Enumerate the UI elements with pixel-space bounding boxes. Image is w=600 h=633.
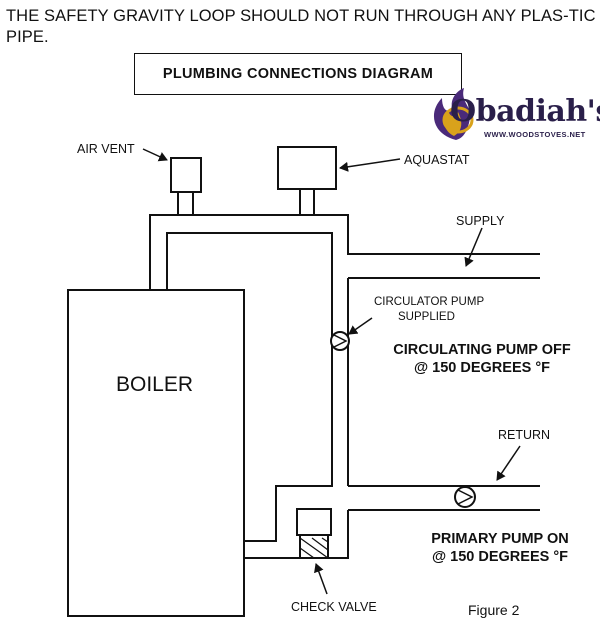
return-label: RETURN (498, 428, 551, 442)
circulating-pump-note-line1: CIRCULATING PUMP OFF (393, 342, 571, 358)
primary-pump-icon (454, 486, 476, 508)
logo-name: Obadiah's (450, 94, 600, 129)
supplied-label: SUPPLIED (398, 311, 455, 323)
boiler (67, 289, 245, 617)
air-vent-label: AIR VENT (77, 142, 135, 156)
outer-loop-pipe (149, 214, 540, 290)
logo-flame-icon (433, 88, 474, 140)
supply-label: SUPPLY (456, 214, 505, 228)
inner-loop-pipe (166, 232, 333, 542)
figure-caption: Figure 2 (468, 602, 520, 618)
boiler-label: BOILER (116, 373, 194, 396)
return-pipe (348, 485, 540, 511)
air-vent-arrow (142, 148, 168, 162)
check-valve-arrow (314, 563, 328, 595)
safety-note: THE SAFETY GRAVITY LOOP SHOULD NOT RUN T… (6, 7, 596, 46)
primary-pump-note: PRIMARY PUMP ON @ 150 DEGREES °F (420, 530, 580, 566)
aquastat (277, 146, 337, 190)
circulating-pump-note-line2: @ 150 DEGREES °F (414, 360, 550, 376)
check-valve-label: CHECK VALVE (291, 600, 377, 614)
circulator-pump-label: CIRCULATOR PUMP (374, 296, 485, 308)
return-arrow (496, 445, 521, 481)
aquastat-arrow (339, 158, 401, 172)
aquastat-label: AQUASTAT (404, 153, 470, 167)
primary-pump-note-line1: PRIMARY PUMP ON (431, 531, 569, 547)
diagram-title: PLUMBING CONNECTIONS DIAGRAM (134, 53, 462, 95)
check-valve (296, 508, 332, 536)
supply-pipe (347, 277, 540, 486)
supply-arrow (464, 227, 483, 267)
logo-url: WWW.WOODSTOVES.NET (484, 130, 586, 139)
obadiahs-logo: Obadiah's WWW.WOODSTOVES.NET (418, 88, 600, 148)
primary-pump-note-line2: @ 150 DEGREES °F (432, 549, 568, 565)
circulator-pump-arrow (348, 317, 373, 335)
circulating-pump-note: CIRCULATING PUMP OFF @ 150 DEGREES °F (390, 341, 574, 377)
air-vent (170, 157, 202, 193)
